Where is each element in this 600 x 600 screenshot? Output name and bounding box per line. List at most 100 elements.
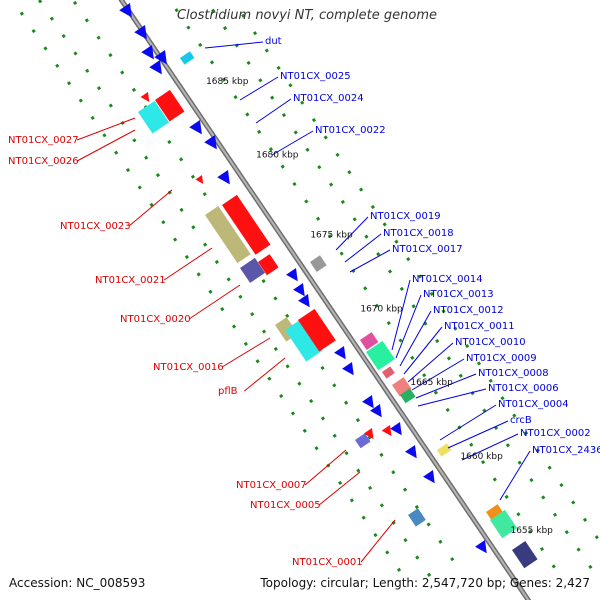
track-dot: [257, 129, 262, 134]
gene-box-crcB: [437, 443, 452, 457]
track-dot: [379, 452, 384, 457]
gene-arrow-forward: [286, 268, 298, 282]
gene-label-forward: NT01CX_0017: [392, 244, 463, 255]
track-dot: [300, 100, 305, 105]
leader-line-forward: [439, 404, 497, 441]
track-dot: [564, 530, 569, 535]
track-dot: [220, 307, 225, 312]
gene-label-reverse: NT01CX_0016: [153, 362, 224, 373]
track-dot: [246, 60, 251, 65]
track-dot: [382, 222, 387, 227]
track-dot: [131, 87, 137, 92]
track-dot: [435, 338, 440, 344]
track-dot: [155, 173, 161, 178]
kbp-tick-label: 1655 kbp: [510, 526, 553, 536]
track-dot: [410, 355, 415, 360]
track-dot: [329, 182, 334, 187]
track-dot: [305, 147, 310, 152]
track-dot: [84, 18, 89, 23]
track-dot: [335, 152, 340, 157]
gene-label-forward: NT01CX_0022: [315, 125, 386, 136]
gene-label-reverse: NT01CX_0020: [120, 314, 191, 325]
track-dot: [73, 51, 78, 56]
track-dot: [184, 254, 189, 260]
leader-line-forward: [391, 279, 411, 351]
leader-line-reverse: [360, 519, 396, 563]
kbp-tick-label: 1660 kbp: [460, 452, 503, 462]
track-dot: [270, 95, 275, 100]
track-dot: [352, 217, 357, 222]
track-dot: [320, 365, 325, 371]
gene-arrow-forward: [141, 45, 154, 60]
gene-label-forward: NT01CX_0004: [498, 399, 569, 410]
track-dot: [500, 396, 505, 401]
track-dot: [167, 139, 172, 145]
track-dot: [406, 257, 411, 262]
track-dot: [356, 468, 361, 473]
track-dot: [450, 557, 455, 562]
leader-line-reverse: [76, 117, 136, 141]
leader-line-forward: [399, 310, 432, 367]
track-dot: [394, 239, 399, 244]
track-dot: [539, 546, 545, 552]
track-dot: [280, 164, 285, 169]
gene-arrow-forward: [204, 135, 217, 150]
leader-line-forward: [417, 388, 487, 407]
gene-arrow-forward: [342, 362, 354, 376]
track-dot: [214, 259, 219, 265]
gene-box-0026: [155, 89, 185, 122]
track-dot: [241, 13, 246, 18]
track-dot: [273, 346, 278, 352]
leader-line-reverse: [128, 189, 173, 227]
track-dot: [399, 286, 404, 291]
track-dot: [31, 28, 36, 34]
track-dot: [55, 63, 60, 68]
track-dot: [238, 294, 243, 299]
track-dot: [137, 185, 142, 190]
track-dot: [476, 361, 482, 366]
track-dot: [315, 216, 321, 221]
track-dot: [396, 567, 402, 572]
track-dot: [108, 103, 113, 108]
track-dot: [347, 170, 352, 175]
track-dot: [125, 167, 131, 173]
gene-box-2436: [486, 504, 504, 521]
track-dot: [66, 81, 72, 86]
track-dot: [402, 487, 408, 492]
track-dot: [108, 53, 113, 58]
track-dot: [364, 234, 369, 239]
track-dot: [297, 381, 302, 386]
track-dot: [243, 341, 248, 346]
gene-arrow-forward: [154, 50, 167, 65]
gene-arrow-reverse: [363, 428, 374, 440]
track-dot: [267, 376, 272, 381]
leader-line-forward: [344, 233, 382, 263]
track-dot: [340, 199, 345, 205]
gene-arrow-forward: [134, 25, 147, 40]
gene-box-pflB: [285, 318, 323, 362]
track-dot: [355, 418, 361, 423]
track-dot: [344, 451, 349, 456]
track-dot: [552, 512, 558, 517]
track-dot: [85, 68, 90, 73]
map-title: Clostridium novyi NT, complete genome: [176, 8, 437, 23]
track-dot: [332, 433, 337, 438]
leader-line-forward: [255, 98, 292, 124]
track-dot: [255, 359, 260, 364]
gene-arrow-forward: [217, 170, 230, 185]
track-dot: [161, 220, 166, 225]
gene-box-0016b: [297, 308, 336, 352]
kbp-tick-label: 1680 kbp: [256, 151, 299, 161]
track-dot: [516, 512, 521, 517]
gene-arrow-forward: [334, 346, 346, 360]
track-dot: [398, 338, 403, 343]
track-dot: [132, 138, 137, 143]
track-dot: [198, 42, 203, 48]
track-dot: [250, 312, 255, 317]
track-dot: [373, 532, 378, 538]
track-dot: [363, 286, 368, 291]
track-dot: [209, 60, 215, 65]
track-dot: [196, 272, 201, 277]
